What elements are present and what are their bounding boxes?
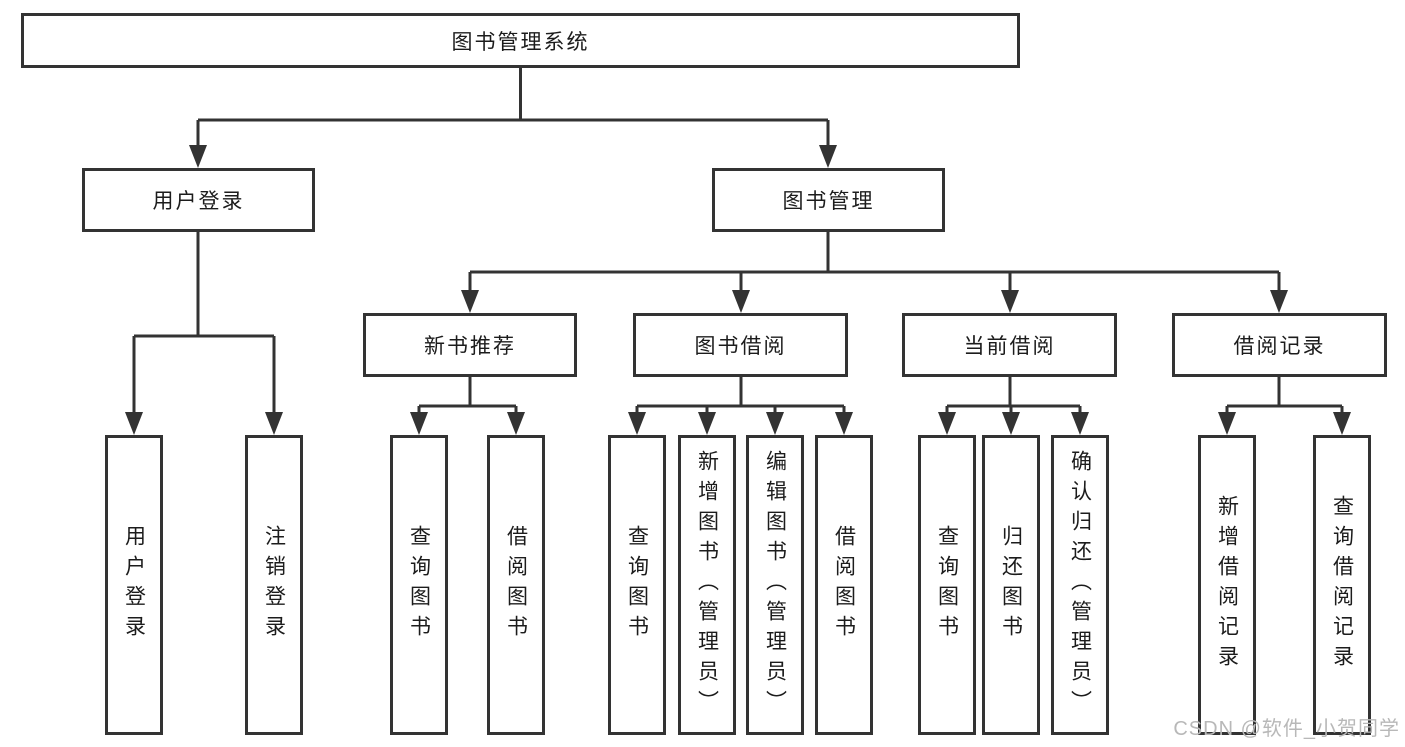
node-label: 当前借阅: [963, 335, 1056, 358]
node-borrowing-records: 借阅记录: [1172, 313, 1387, 377]
node-label: 新增借阅记录: [1215, 495, 1239, 675]
leaf-user-login: 用户登录: [105, 435, 163, 735]
node-label: 借阅图书: [832, 525, 856, 645]
node-label: 查询图书: [625, 525, 649, 645]
node-label: 借阅记录: [1233, 335, 1326, 358]
node-label: 查询图书: [407, 525, 431, 645]
node-user-login: 用户登录: [82, 168, 315, 232]
node-label: 编辑图书（管理员）: [763, 450, 787, 720]
leaf-logout: 注销登录: [245, 435, 303, 735]
leaf-query-borrowing-record: 查询借阅记录: [1313, 435, 1371, 735]
node-label: 新增图书（管理员）: [695, 450, 719, 720]
node-library-management-system: 图书管理系统: [21, 13, 1020, 68]
node-label: 查询图书: [935, 525, 959, 645]
node-new-book-recommendation: 新书推荐: [363, 313, 577, 377]
leaf-borrow-books-recommend: 借阅图书: [487, 435, 545, 735]
leaf-query-books-borrowing: 查询图书: [608, 435, 666, 735]
node-label: 确认归还（管理员）: [1068, 450, 1092, 720]
leaf-add-borrowing-record: 新增借阅记录: [1198, 435, 1256, 735]
node-book-borrowing: 图书借阅: [633, 313, 848, 377]
node-label: 归还图书: [999, 525, 1023, 645]
node-label: 用户登录: [122, 525, 146, 645]
node-current-borrowing: 当前借阅: [902, 313, 1117, 377]
leaf-confirm-return-admin: 确认归还（管理员）: [1051, 435, 1109, 735]
node-label: 借阅图书: [504, 525, 528, 645]
node-label: 图书管理系统: [451, 30, 590, 54]
node-label: 新书推荐: [424, 335, 516, 358]
node-label: 注销登录: [262, 525, 286, 645]
node-label: 用户登录: [152, 190, 245, 213]
node-label: 图书借阅: [694, 335, 787, 358]
node-label: 查询借阅记录: [1330, 495, 1354, 675]
leaf-query-books-recommend: 查询图书: [390, 435, 448, 735]
leaf-return-books: 归还图书: [982, 435, 1040, 735]
leaf-add-books-admin: 新增图书（管理员）: [678, 435, 736, 735]
leaf-edit-books-admin: 编辑图书（管理员）: [746, 435, 804, 735]
csdn-watermark: CSDN @软件_小贺同学: [1173, 718, 1400, 740]
node-book-management: 图书管理: [712, 168, 945, 232]
leaf-query-books-current: 查询图书: [918, 435, 976, 735]
leaf-borrow-books-borrowing: 借阅图书: [815, 435, 873, 735]
node-label: 图书管理: [782, 190, 875, 213]
